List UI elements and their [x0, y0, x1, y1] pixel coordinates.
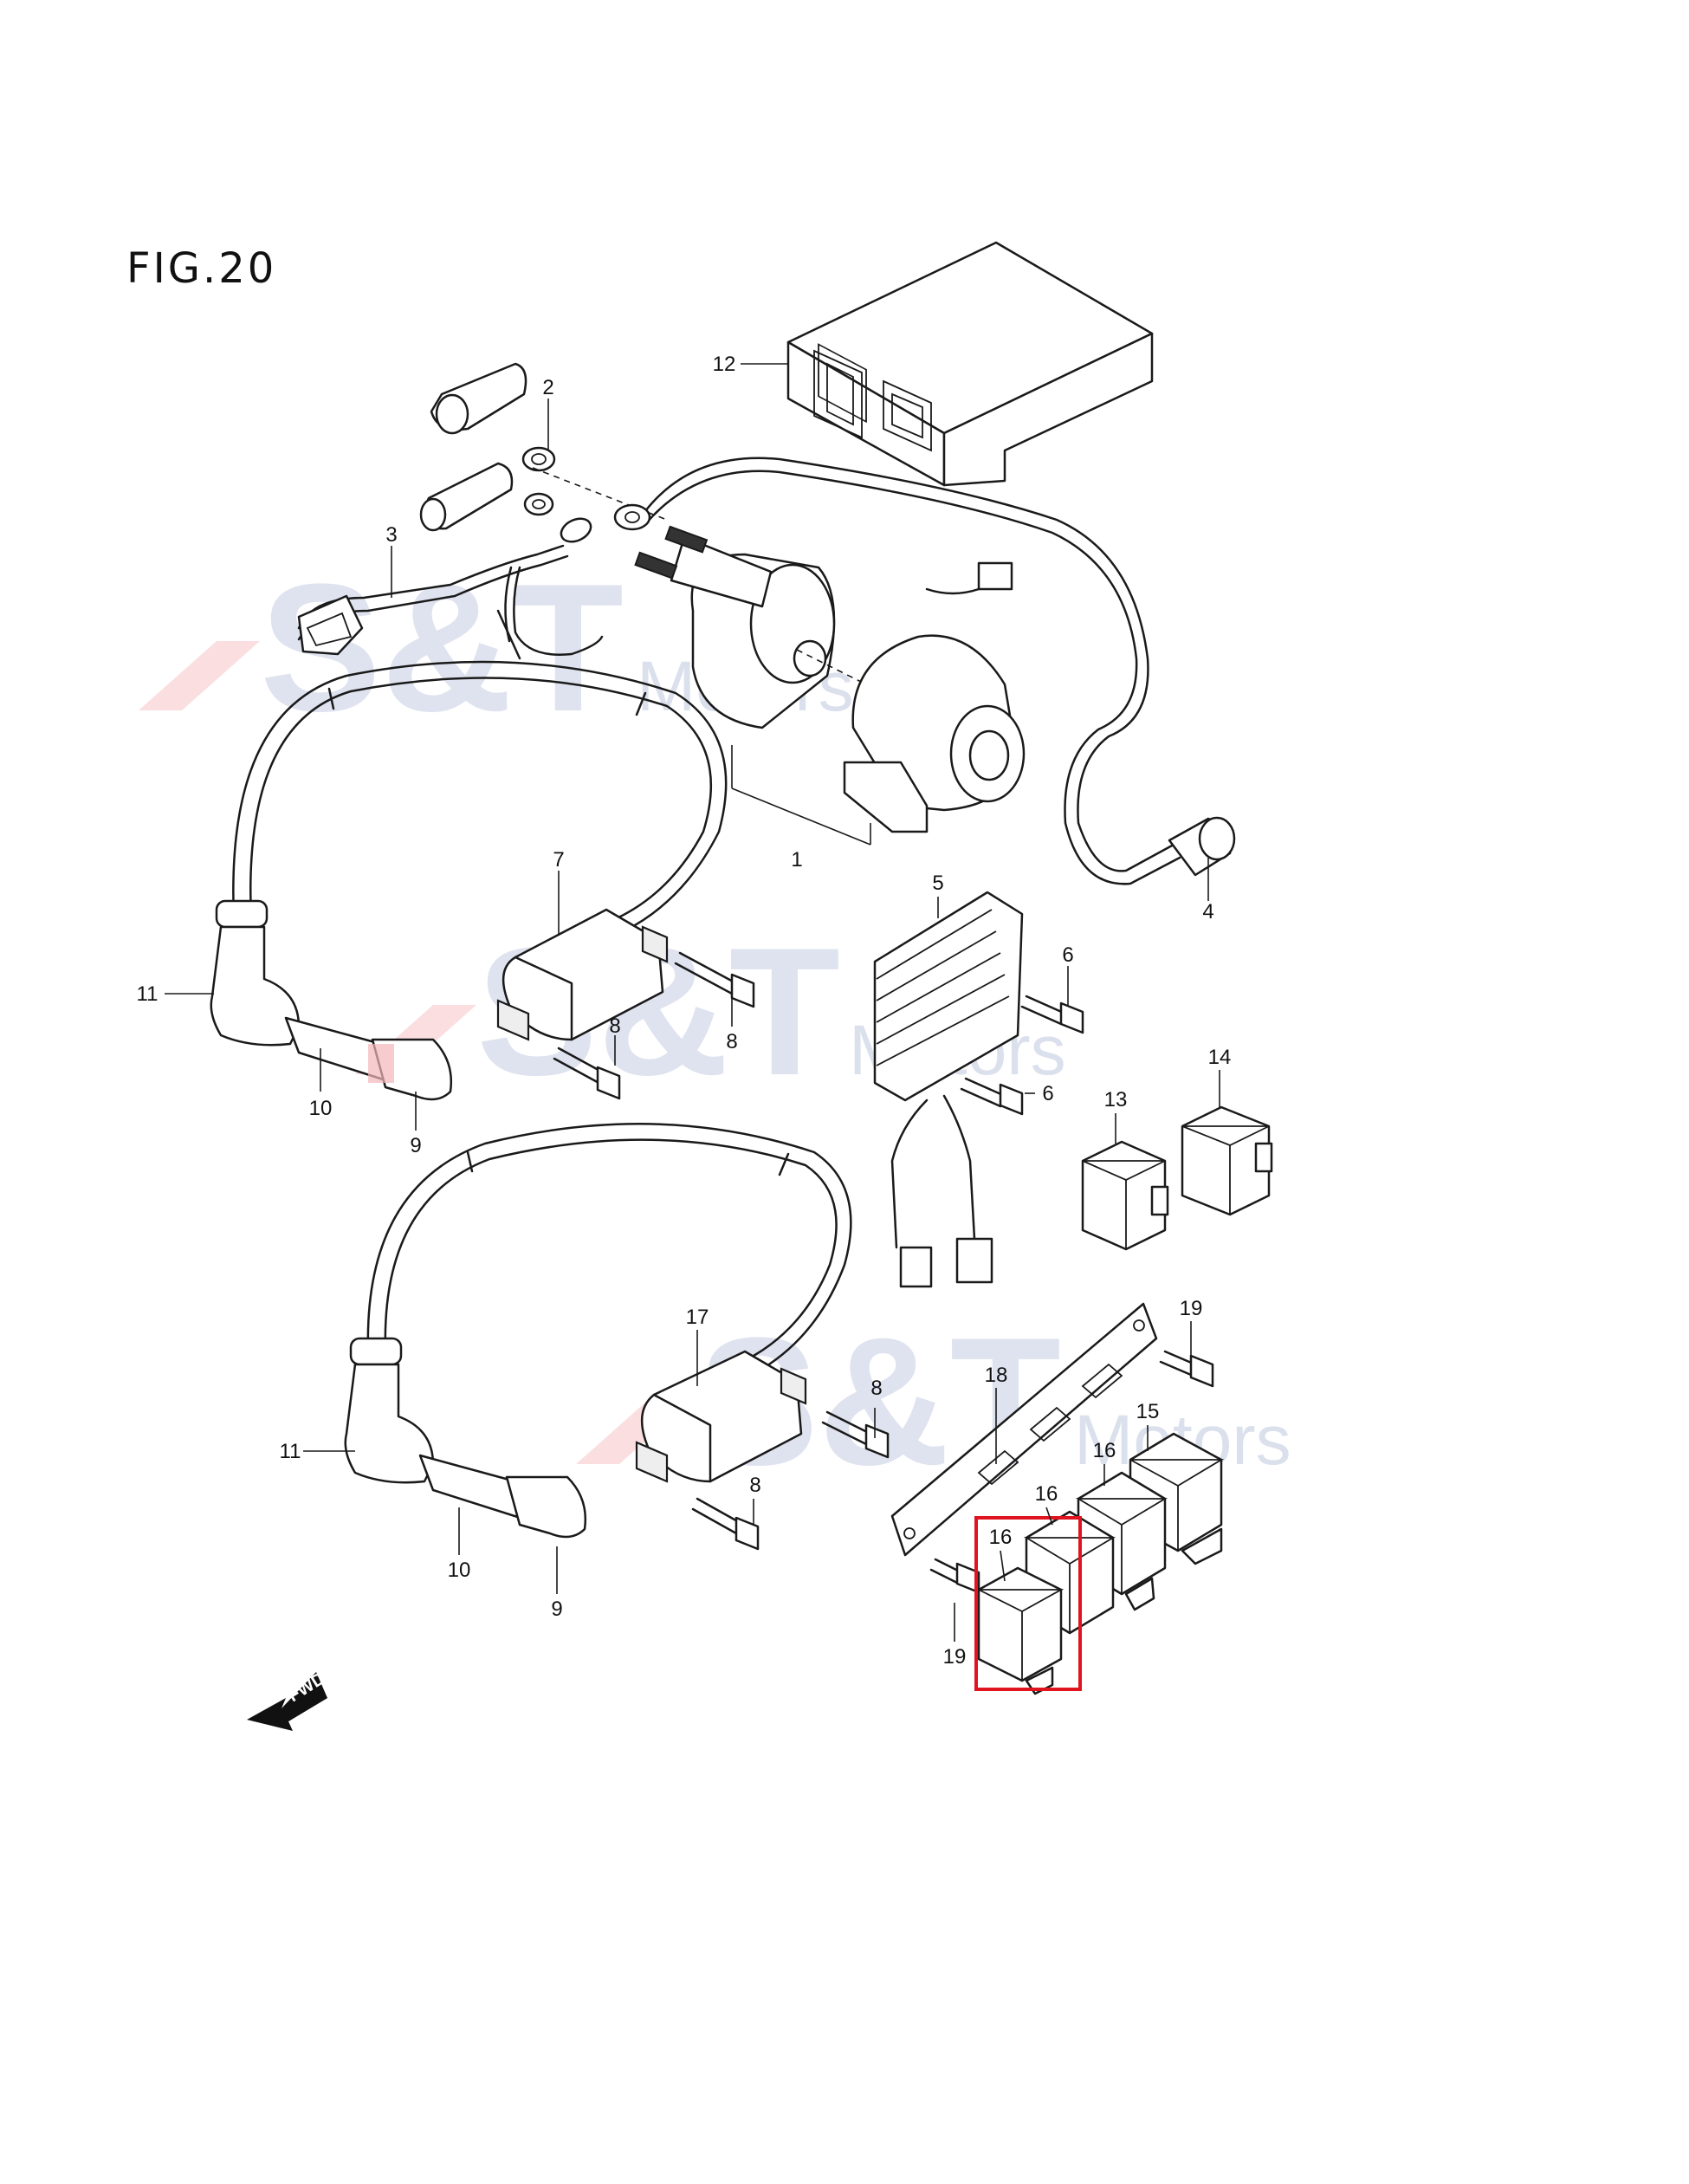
bolt-6-b: [960, 1077, 1024, 1116]
relay-14-part: [1181, 1105, 1273, 1216]
battery-cable-part: [297, 517, 604, 660]
leader-lines: [165, 363, 1220, 1642]
callout-4: 4: [1202, 900, 1213, 924]
callout-3: 3: [385, 523, 397, 547]
callout-6-b: 6: [1042, 1082, 1053, 1105]
figure-title: FIG.20: [126, 244, 277, 293]
callout-2: 2: [542, 376, 553, 399]
upper-ignition-coil-part: [210, 660, 728, 1101]
callout-5: 5: [932, 872, 943, 895]
callout-17: 17: [686, 1306, 709, 1329]
callout-8-c: 8: [870, 1377, 882, 1400]
callout-6-a: 6: [1062, 943, 1073, 967]
callout-7: 7: [553, 848, 564, 872]
ecu-unit-part: [786, 241, 1154, 487]
callout-8-b: 8: [726, 1030, 737, 1053]
callout-1: 1: [791, 848, 802, 872]
callout-8-a: 8: [609, 1014, 620, 1038]
callout-19-a: 19: [1180, 1297, 1203, 1320]
callout-16-b: 16: [1035, 1482, 1058, 1506]
lower-ignition-coil-part: [344, 1123, 852, 1539]
relay-13-part: [1081, 1140, 1169, 1251]
callout-16-a: 16: [989, 1526, 1013, 1549]
bolt-19-top: [1159, 1350, 1214, 1388]
bolt-8-upper-a: [674, 951, 755, 1008]
callout-9-b: 9: [551, 1597, 562, 1621]
callout-15: 15: [1136, 1400, 1160, 1423]
callout-10-b: 10: [448, 1559, 471, 1582]
callout-9-a: 9: [410, 1134, 421, 1157]
bolt-8-upper-b: [553, 1047, 621, 1100]
callout-labels: 12 2 3 1 4 5 6 6 7 8 8 8 8 9 9 10 10 11 …: [137, 353, 1232, 1669]
main-cable-part: [613, 457, 1236, 885]
callout-12: 12: [713, 353, 736, 376]
bolt-19-bottom: [929, 1558, 980, 1594]
relay-bracket-part: [890, 1302, 1158, 1557]
bolt-6-a: [1020, 995, 1084, 1034]
regulator-rectifier-part: [873, 891, 1024, 1288]
starter-relay-part: [634, 525, 1026, 846]
callout-18: 18: [985, 1364, 1008, 1387]
fwd-arrow-icon: FWD: [247, 1669, 328, 1731]
callout-11-a: 11: [137, 982, 159, 1006]
terminal-caps-part: [419, 362, 668, 532]
bolt-8-lower-b: [691, 1497, 760, 1551]
callout-10-a: 10: [309, 1097, 333, 1120]
callout-16-c: 16: [1093, 1439, 1116, 1462]
relay-16-a-part: [977, 1566, 1065, 1695]
callout-8-d: 8: [749, 1474, 760, 1497]
callout-11-b: 11: [280, 1440, 301, 1463]
bolt-8-lower-a: [821, 1410, 890, 1459]
callout-13: 13: [1104, 1088, 1128, 1111]
callout-19-b: 19: [943, 1645, 967, 1669]
callout-14: 14: [1208, 1046, 1232, 1069]
highlight-box-part-16: [974, 1516, 1082, 1691]
